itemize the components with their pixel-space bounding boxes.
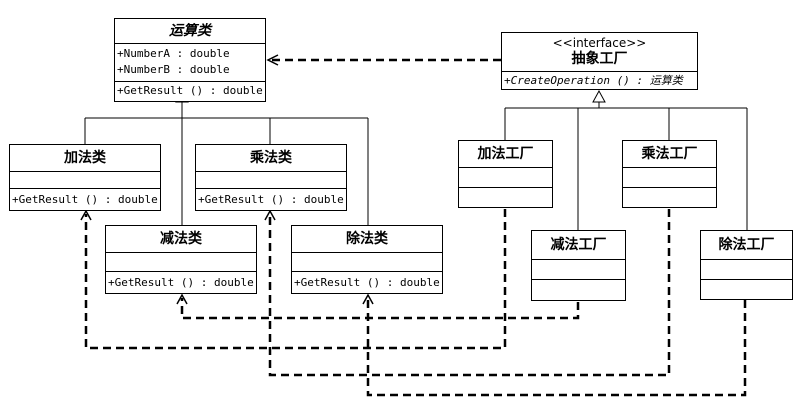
div-factory: 除法工厂 bbox=[700, 230, 793, 300]
mul-class-name: 乘法类 bbox=[250, 150, 292, 166]
add-factory: 加法工厂 bbox=[458, 140, 553, 208]
div-factory-name: 除法工厂 bbox=[718, 237, 775, 253]
mul-get-result-method: +GetResult () : double bbox=[198, 193, 344, 206]
dependency-arrowhead bbox=[80, 209, 92, 221]
operation-class-name: 运算类 bbox=[169, 23, 211, 39]
add-get-result-method: +GetResult () : double bbox=[12, 193, 158, 206]
interface-stereotype: <<interface>> bbox=[552, 36, 647, 50]
inheritance-line bbox=[504, 102, 748, 230]
factory-interface: <<interface>> 抽象工厂 +CreateOperation () :… bbox=[501, 32, 698, 90]
dependency-arrowhead bbox=[264, 209, 276, 221]
operation-class: 运算类 +NumberA : double +NumberB : double … bbox=[114, 18, 266, 102]
dependency-line bbox=[268, 209, 671, 377]
sub-class: 减法类 +GetResult () : double bbox=[105, 225, 257, 294]
mul-class: 乘法类 +GetResult () : double bbox=[195, 144, 347, 211]
sub-get-result-method: +GetResult () : double bbox=[108, 276, 254, 289]
dependency-arrowhead bbox=[266, 54, 279, 66]
attribute-number-a: +NumberA : double bbox=[117, 47, 230, 60]
dependency-line bbox=[366, 298, 747, 397]
div-class-name: 除法类 bbox=[346, 231, 388, 247]
div-class: 除法类 +GetResult () : double bbox=[291, 225, 443, 294]
add-class-name: 加法类 bbox=[64, 150, 106, 166]
dependency-line bbox=[180, 298, 580, 320]
add-class: 加法类 +GetResult () : double bbox=[9, 144, 161, 211]
sub-class-name: 减法类 bbox=[160, 231, 202, 247]
sub-factory: 减法工厂 bbox=[531, 230, 626, 301]
mul-factory-name: 乘法工厂 bbox=[641, 146, 698, 162]
method-get-result: +GetResult () : double bbox=[117, 84, 263, 97]
dependency-line bbox=[84, 209, 507, 350]
inheritance-arrowhead bbox=[592, 89, 606, 103]
dependency-arrowhead bbox=[362, 293, 374, 305]
mul-factory: 乘法工厂 bbox=[622, 140, 717, 208]
factory-interface-name: 抽象工厂 bbox=[571, 51, 628, 67]
inheritance-line bbox=[84, 102, 369, 225]
dependency-arrowhead bbox=[176, 293, 188, 305]
attribute-number-b: +NumberB : double bbox=[117, 63, 230, 76]
method-create-operation: +CreateOperation () : 运算类 bbox=[504, 74, 683, 87]
div-get-result-method: +GetResult () : double bbox=[294, 276, 440, 289]
add-factory-name: 加法工厂 bbox=[477, 146, 534, 162]
sub-factory-name: 减法工厂 bbox=[550, 237, 607, 253]
